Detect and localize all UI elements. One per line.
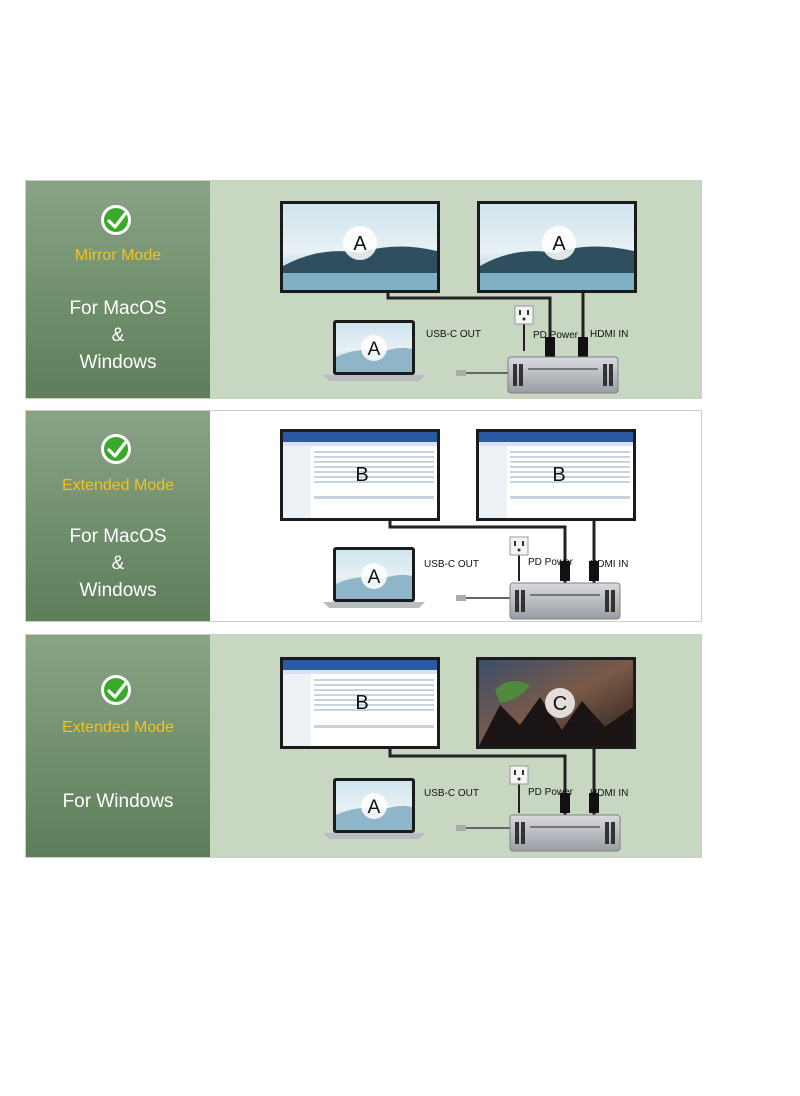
mode-sidebar: Extended Mode For MacOS & Windows [26,411,210,621]
diagram-area: B B [210,411,701,621]
monitor-left-label: B [355,692,368,714]
pd-power-label: PD Power [533,330,579,341]
extended-mode-windows-panel: Extended Mode For Windows [25,634,702,858]
docking-station [509,814,621,852]
extended-mode-panel: Extended Mode For MacOS & Windows [25,410,702,622]
mode-sidebar: Extended Mode For Windows [26,635,210,857]
check-icon [101,205,131,235]
mode-title: Extended Mode [61,719,175,736]
pd-power-label: PD Power [528,787,574,798]
monitor-left: A [280,201,440,293]
check-icon [101,675,131,705]
power-outlet-icon [509,765,529,785]
hdmi-in-label: HDMI IN [590,329,629,340]
laptop: A [323,547,425,608]
mode-sidebar: Mirror Mode For MacOS & Windows [26,181,210,398]
hdmi-plug-icon [545,337,555,357]
monitor-right-label: B [552,464,565,486]
connection-diagram: B C A [280,657,636,852]
pd-power-label: PD Power [528,557,574,568]
monitor-left-label: A [353,233,367,255]
connection-diagram: B B [280,429,636,620]
os-line: For MacOS [69,298,167,319]
monitor-left-label: B [355,464,368,486]
diagram-area: B C A [210,635,701,857]
power-outlet-icon [509,536,529,556]
monitor-left: B [280,657,440,749]
usb-c-out-label: USB-C OUT [424,788,479,799]
monitor-right: C [476,657,636,749]
laptop: A [323,320,425,381]
usb-c-plug-icon [456,825,466,831]
os-support: For MacOS & Windows [26,523,210,604]
docking-station [507,356,619,394]
monitor-right: A [477,201,637,293]
mode-title: Extended Mode [61,477,175,494]
hdmi-plug-icon [589,793,599,813]
connection-diagram: A A A [280,201,637,394]
os-support: For MacOS & Windows [26,295,210,376]
hdmi-plug-icon [589,561,599,581]
hdmi-plug-icon [578,337,588,357]
os-line: For Windows [62,791,174,812]
usb-c-plug-icon [456,370,466,376]
os-line: & [111,325,125,346]
hdmi-plug-icon [560,793,570,813]
laptop-label: A [368,797,381,818]
usb-c-plug-icon [456,595,466,601]
mirror-mode-panel: Mirror Mode For MacOS & Windows [25,180,702,399]
usb-c-out-label: USB-C OUT [424,559,479,570]
check-icon [101,434,131,464]
monitor-right-label: C [553,693,567,715]
diagram-area: A A A [210,181,701,398]
laptop-label: A [368,339,381,360]
laptop-label: A [368,567,381,588]
monitor-right-label: A [552,233,566,255]
monitor-right: B [476,429,636,521]
docking-station [509,582,621,620]
os-line: Windows [79,352,157,373]
os-support: For Windows [26,788,210,815]
mode-title: Mirror Mode [74,247,162,264]
hdmi-in-label: HDMI IN [590,788,629,799]
power-outlet-icon [514,305,534,325]
usb-c-out-label: USB-C OUT [426,329,481,340]
hdmi-plug-icon [560,561,570,581]
os-line: Windows [79,580,157,601]
laptop: A [323,778,425,839]
os-line: For MacOS [69,526,167,547]
hdmi-in-label: HDMI IN [590,559,629,570]
monitor-left: B [280,429,440,521]
os-line: & [111,553,125,574]
